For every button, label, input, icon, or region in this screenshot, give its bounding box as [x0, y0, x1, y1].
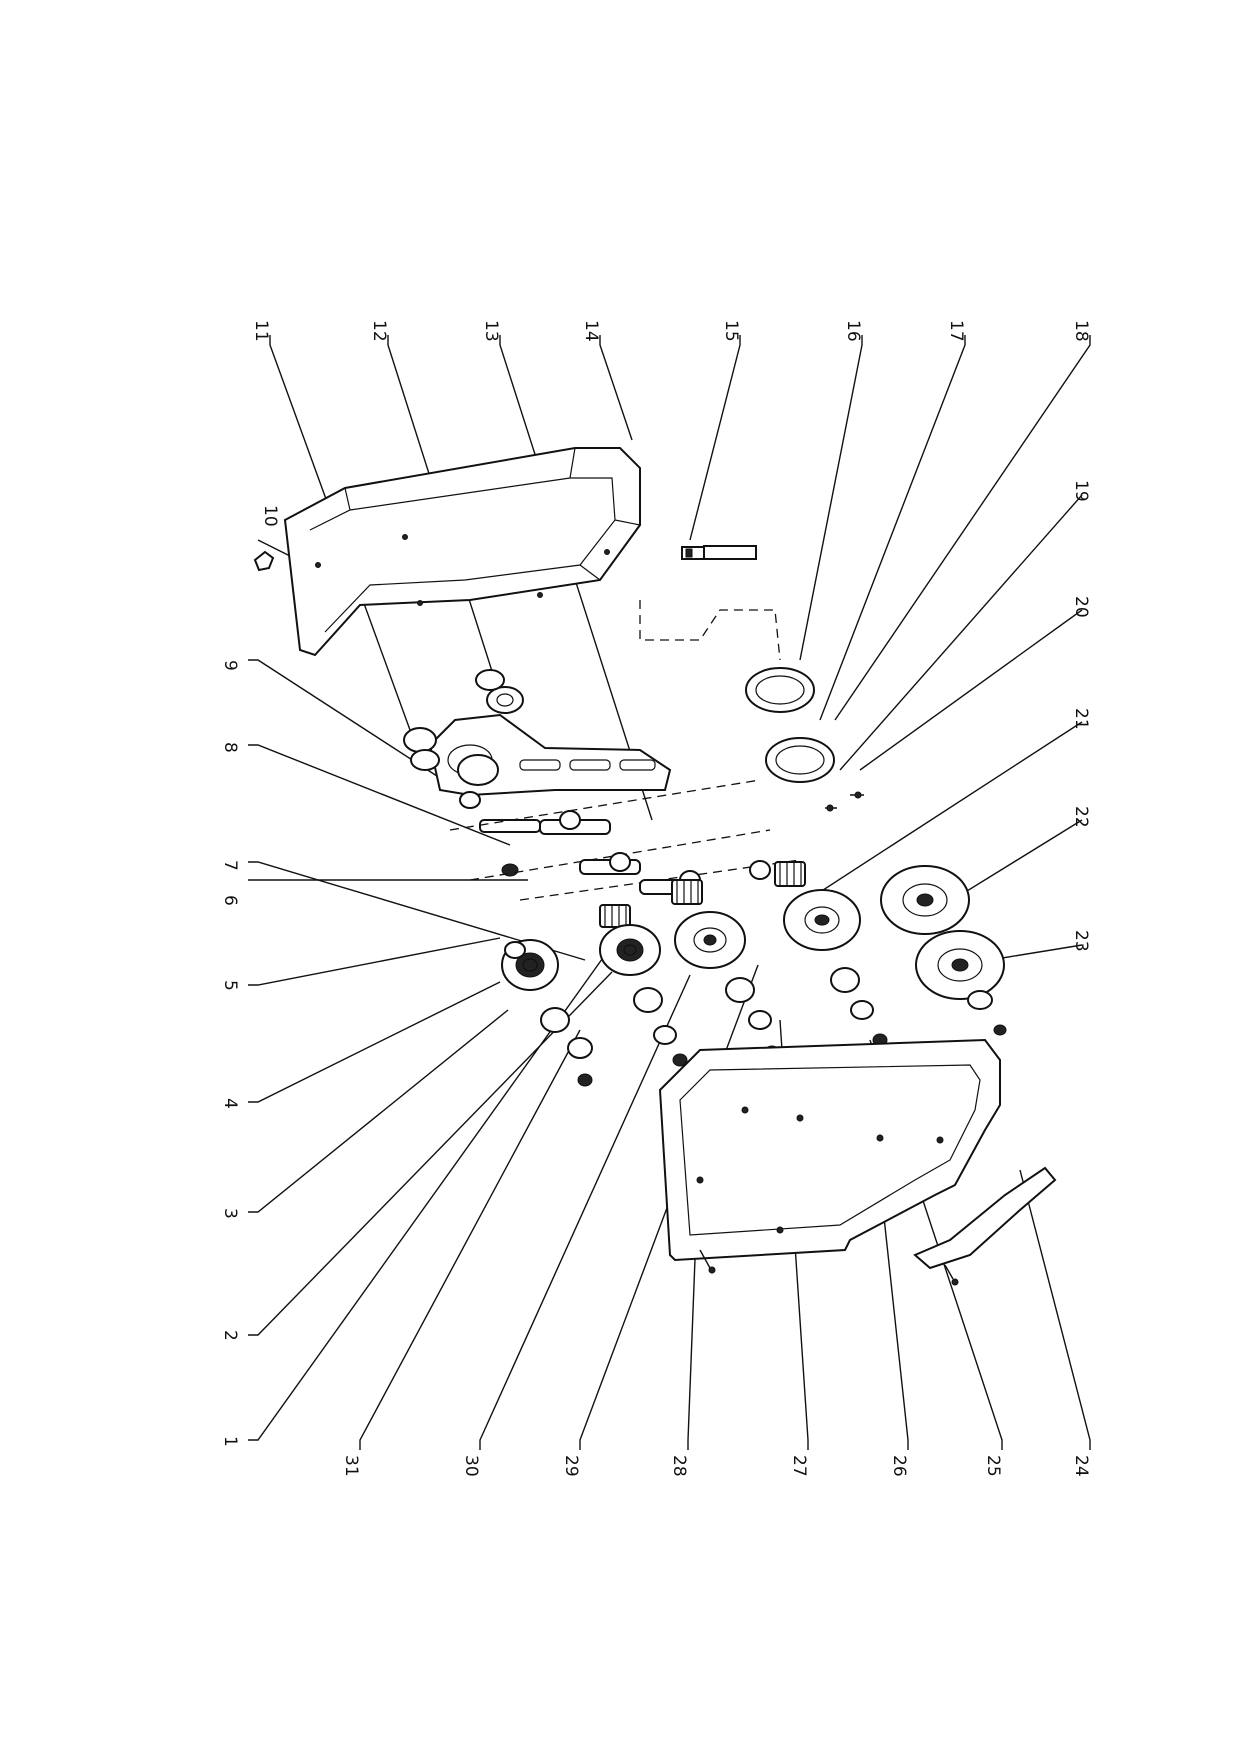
lower-bracket	[913, 1166, 1057, 1270]
label-16: 16	[843, 320, 863, 342]
label-2: 2	[220, 1330, 240, 1341]
upper-nuts	[403, 669, 524, 771]
label-24: 24	[1071, 1455, 1091, 1477]
label-6: 6	[220, 895, 240, 906]
label-17: 17	[946, 320, 966, 342]
label-25: 25	[983, 1455, 1003, 1477]
label-1: 1	[220, 1436, 240, 1447]
knob-part-10	[253, 550, 275, 572]
lower-cover-plate	[658, 1038, 1001, 1262]
label-21: 21	[1071, 708, 1091, 730]
label-26: 26	[889, 1455, 909, 1477]
label-22: 22	[1071, 806, 1091, 828]
gear-row	[501, 865, 1005, 1000]
label-8: 8	[220, 742, 240, 753]
label-15: 15	[721, 320, 741, 342]
upper-gear-housing	[283, 447, 641, 657]
splined-sleeves	[599, 861, 806, 928]
upper-shaft-parts	[459, 791, 541, 877]
callout-labels: 10 9 8 7 6 5 4 3 2 1 11 12 13 14 15 16 1…	[220, 320, 1091, 1477]
bushings-and-nuts	[504, 941, 1007, 1087]
label-3: 3	[220, 1208, 240, 1219]
label-23: 23	[1071, 930, 1091, 952]
label-12: 12	[369, 320, 389, 342]
label-9: 9	[220, 660, 240, 671]
label-13: 13	[481, 320, 501, 342]
dashed-guide-upper	[639, 600, 781, 661]
label-10: 10	[260, 505, 280, 527]
label-11: 11	[251, 320, 271, 342]
label-20: 20	[1071, 596, 1091, 618]
mounting-plate	[428, 713, 672, 797]
label-5: 5	[220, 980, 240, 991]
leader-lines	[248, 335, 1091, 1450]
gasket-rings	[745, 667, 835, 783]
label-31: 31	[341, 1455, 361, 1477]
label-4: 4	[220, 1098, 240, 1109]
label-28: 28	[669, 1455, 689, 1477]
label-7: 7	[220, 860, 240, 871]
label-19: 19	[1071, 480, 1091, 502]
label-30: 30	[461, 1455, 481, 1477]
shaft-assemblies	[449, 779, 801, 901]
label-14: 14	[581, 320, 601, 342]
cover-screws	[699, 1249, 959, 1286]
label-18: 18	[1071, 320, 1091, 342]
label-29: 29	[561, 1455, 581, 1477]
shaft-parts-15-16	[681, 545, 757, 560]
small-pins-20	[825, 791, 864, 812]
label-27: 27	[789, 1455, 809, 1477]
